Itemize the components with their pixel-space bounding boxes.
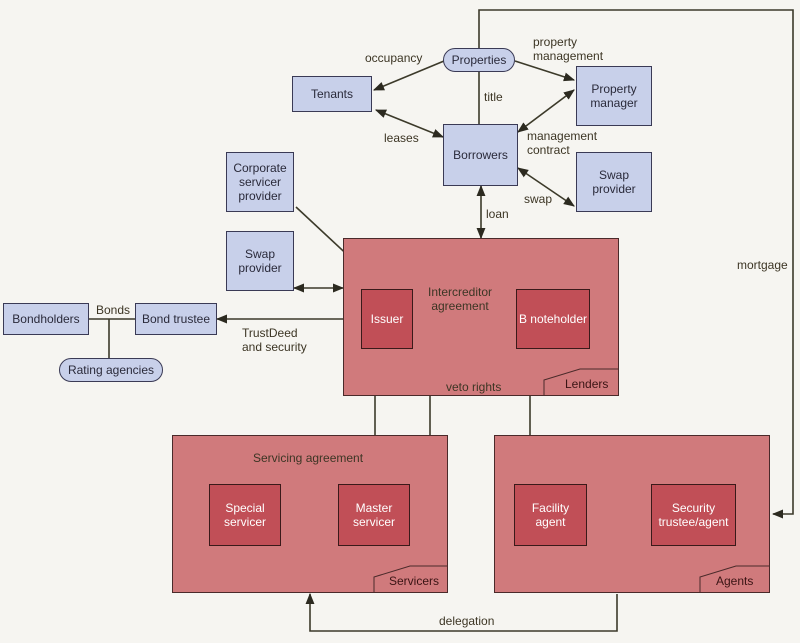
security-trustee-node: Security trustee/agent <box>651 484 736 546</box>
agents-tab-line <box>699 565 770 592</box>
label-property-management: property management <box>533 35 604 63</box>
borrowers-node: Borrowers <box>443 124 518 186</box>
edge-management-contract <box>517 89 575 133</box>
swap-provider-left-node: Swap provider <box>226 231 294 291</box>
label-intercreditor: Intercreditor agreement <box>428 285 493 313</box>
label-delegation: delegation <box>439 614 495 628</box>
property-manager-node: Property manager <box>576 66 652 126</box>
edge-swap <box>517 167 575 207</box>
bond-trustee-node: Bond trustee <box>135 303 217 335</box>
label-veto-rights: veto rights <box>446 380 502 394</box>
agents-label: Agents <box>716 574 754 588</box>
facility-agent-node: Facility agent <box>514 484 587 546</box>
properties-node: Properties <box>443 48 515 72</box>
corporate-servicer-node: Corporate servicer provider <box>226 152 294 212</box>
label-swap: swap <box>524 192 553 206</box>
tenants-node: Tenants <box>292 76 372 112</box>
lenders-label: Lenders <box>565 377 609 391</box>
edge-occupancy <box>372 60 445 91</box>
servicers-label: Servicers <box>389 574 440 588</box>
label-title: title <box>484 90 503 104</box>
issuer-node: Issuer <box>361 289 413 349</box>
bondholders-node: Bondholders <box>3 303 89 335</box>
swap-provider-right-node: Swap provider <box>576 152 652 212</box>
rating-agencies-node: Rating agencies <box>59 358 163 382</box>
b-noteholder-node: B noteholder <box>516 289 590 349</box>
label-leases: leases <box>384 131 419 145</box>
label-servicing-agreement: Servicing agreement <box>253 451 364 465</box>
label-occupancy: occupancy <box>365 51 423 65</box>
edge-leases <box>374 109 445 138</box>
master-servicer-node: Master servicer <box>338 484 410 546</box>
label-loan: loan <box>486 207 509 221</box>
servicers-tab-line <box>373 565 448 592</box>
special-servicer-node: Special servicer <box>209 484 281 546</box>
edge-mortgage <box>478 9 794 519</box>
lenders-tab-line <box>543 368 619 395</box>
label-management-contract: management contract <box>527 129 598 157</box>
label-bonds: Bonds <box>96 303 131 317</box>
edge-property-management <box>514 60 576 82</box>
label-mortgage: mortgage <box>737 258 788 272</box>
label-trust-deed: TrustDeed and security <box>242 326 307 354</box>
edge-delegation <box>305 592 618 632</box>
